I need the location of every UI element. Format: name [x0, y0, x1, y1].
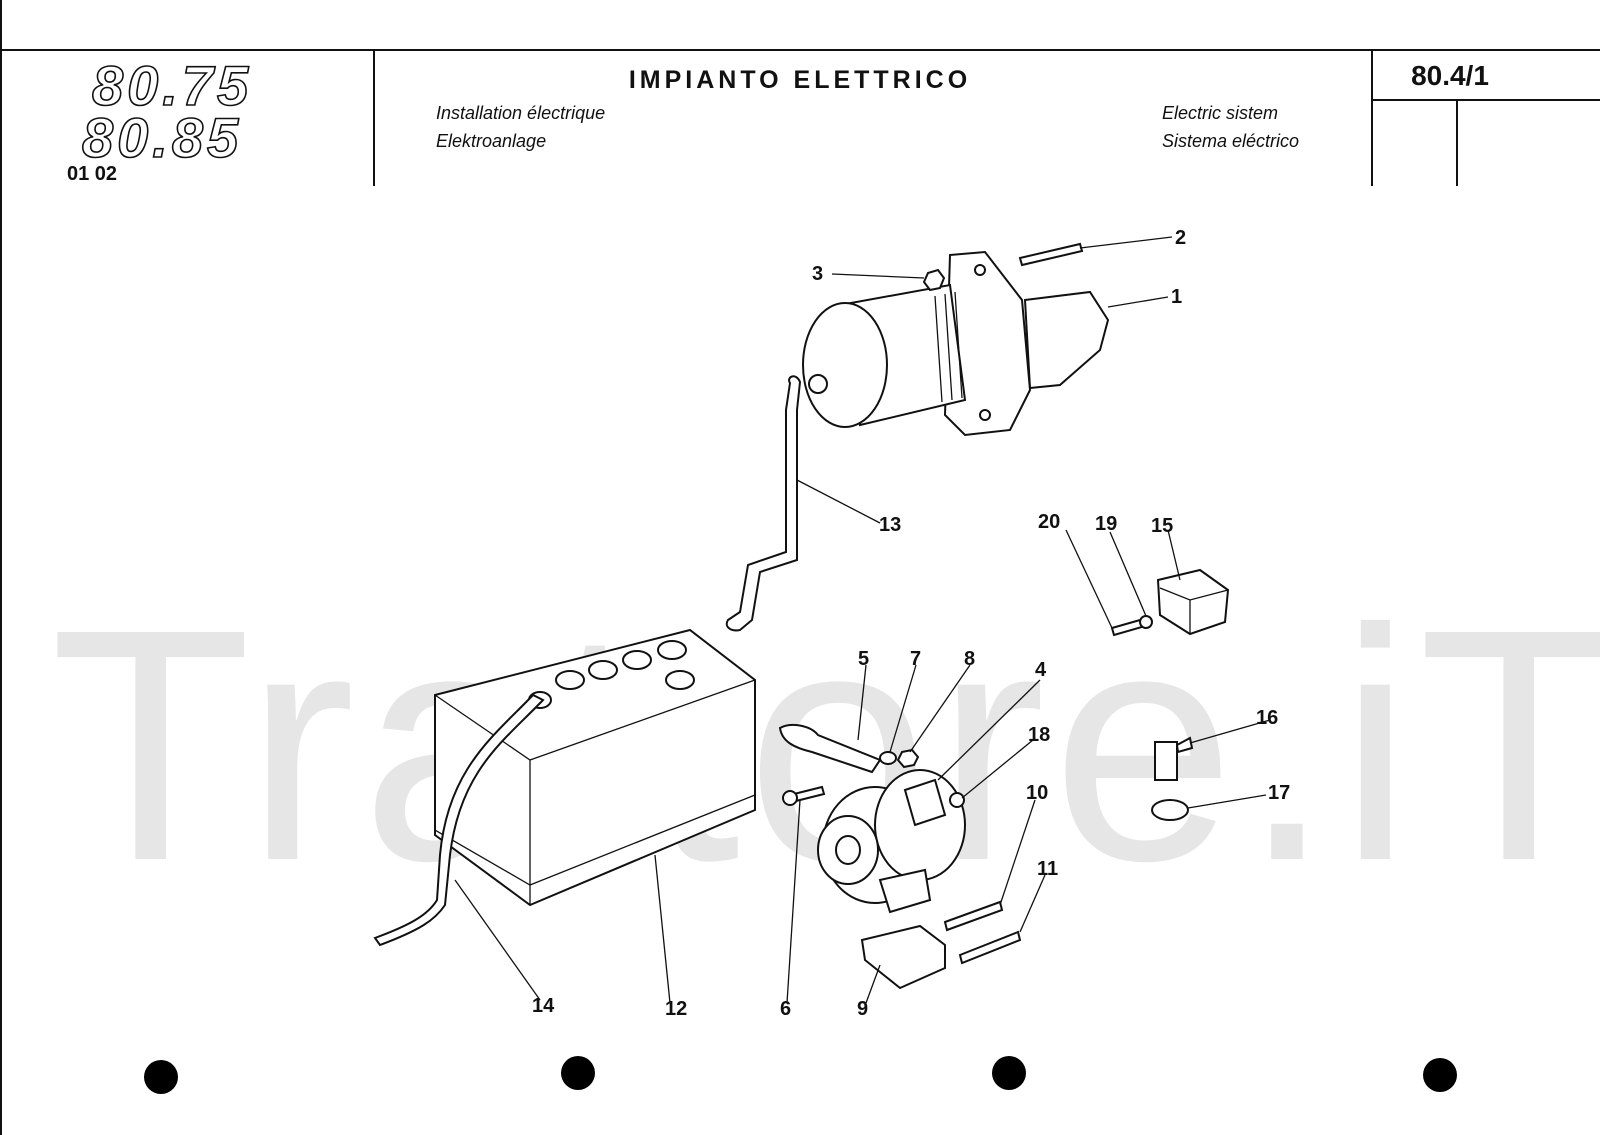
callout-16: 16 — [1256, 707, 1279, 729]
long-bolt-10 — [943, 900, 1004, 932]
header-top-rule — [0, 49, 1600, 51]
starter-cable — [725, 375, 802, 632]
callout-1: 1 — [1171, 286, 1183, 308]
callout-2: 2 — [1175, 227, 1187, 249]
binder-hole — [1423, 1058, 1457, 1092]
callout-7: 7 — [910, 648, 922, 670]
bracket-nut — [896, 748, 920, 769]
switch-seal — [1151, 799, 1189, 821]
callout-5: 5 — [858, 648, 870, 670]
relay-washer — [1139, 615, 1153, 629]
model-logo-80-75: 80.75 — [91, 54, 253, 117]
subtitle-de: Elektroanlage — [436, 131, 547, 151]
callout-13: 13 — [879, 514, 902, 536]
page-ref-rule — [1371, 99, 1600, 101]
alternator-bracket — [778, 723, 882, 774]
callout-15: 15 — [1151, 515, 1174, 537]
subtitle-en: Electric sistem — [1162, 103, 1279, 123]
callout-4: 4 — [1035, 659, 1047, 681]
callout-11: 11 — [1037, 858, 1059, 880]
callout-17: 17 — [1268, 782, 1291, 804]
callout-8: 8 — [964, 648, 976, 670]
model-code: 01 02 — [67, 163, 118, 185]
callout-18: 18 — [1028, 724, 1051, 746]
alternator — [817, 769, 966, 914]
relay-screw — [1110, 618, 1144, 637]
model-logo-80-85: 80.85 — [81, 106, 243, 169]
terminal-nut — [949, 792, 965, 808]
callout-10: 10 — [1026, 782, 1049, 804]
callout-20: 20 — [1038, 511, 1061, 533]
alternator-support — [860, 924, 946, 990]
battery-cable — [373, 693, 545, 947]
callout-9: 9 — [857, 998, 869, 1020]
stud-and-nut — [922, 242, 1084, 292]
page-title: IMPIANTO ELETTRICO — [628, 66, 972, 94]
callout-14: 14 — [532, 995, 555, 1017]
callout-12: 12 — [665, 998, 688, 1020]
bracket-washer — [879, 751, 897, 765]
starter-motor — [802, 250, 1110, 437]
callout-3: 3 — [812, 263, 824, 285]
long-bolt-11 — [958, 930, 1022, 965]
binder-hole — [992, 1056, 1026, 1090]
header-divider-left — [373, 49, 375, 186]
subtitle-fr: Installation électrique — [436, 103, 606, 123]
left-margin-rule — [0, 0, 2, 1135]
callout-19: 19 — [1095, 513, 1118, 535]
battery — [434, 628, 756, 907]
oil-pressure-switch — [1154, 736, 1194, 781]
binder-hole — [144, 1060, 178, 1094]
voltage-regulator — [1156, 568, 1230, 636]
binder-hole — [561, 1056, 595, 1090]
subtitle-es: Sistema eléctrico — [1162, 131, 1300, 151]
callout-6: 6 — [780, 998, 792, 1020]
page-reference: 80.4/1 — [1411, 60, 1489, 91]
page-ref-divider — [1456, 99, 1458, 186]
header-divider-right — [1371, 49, 1373, 186]
